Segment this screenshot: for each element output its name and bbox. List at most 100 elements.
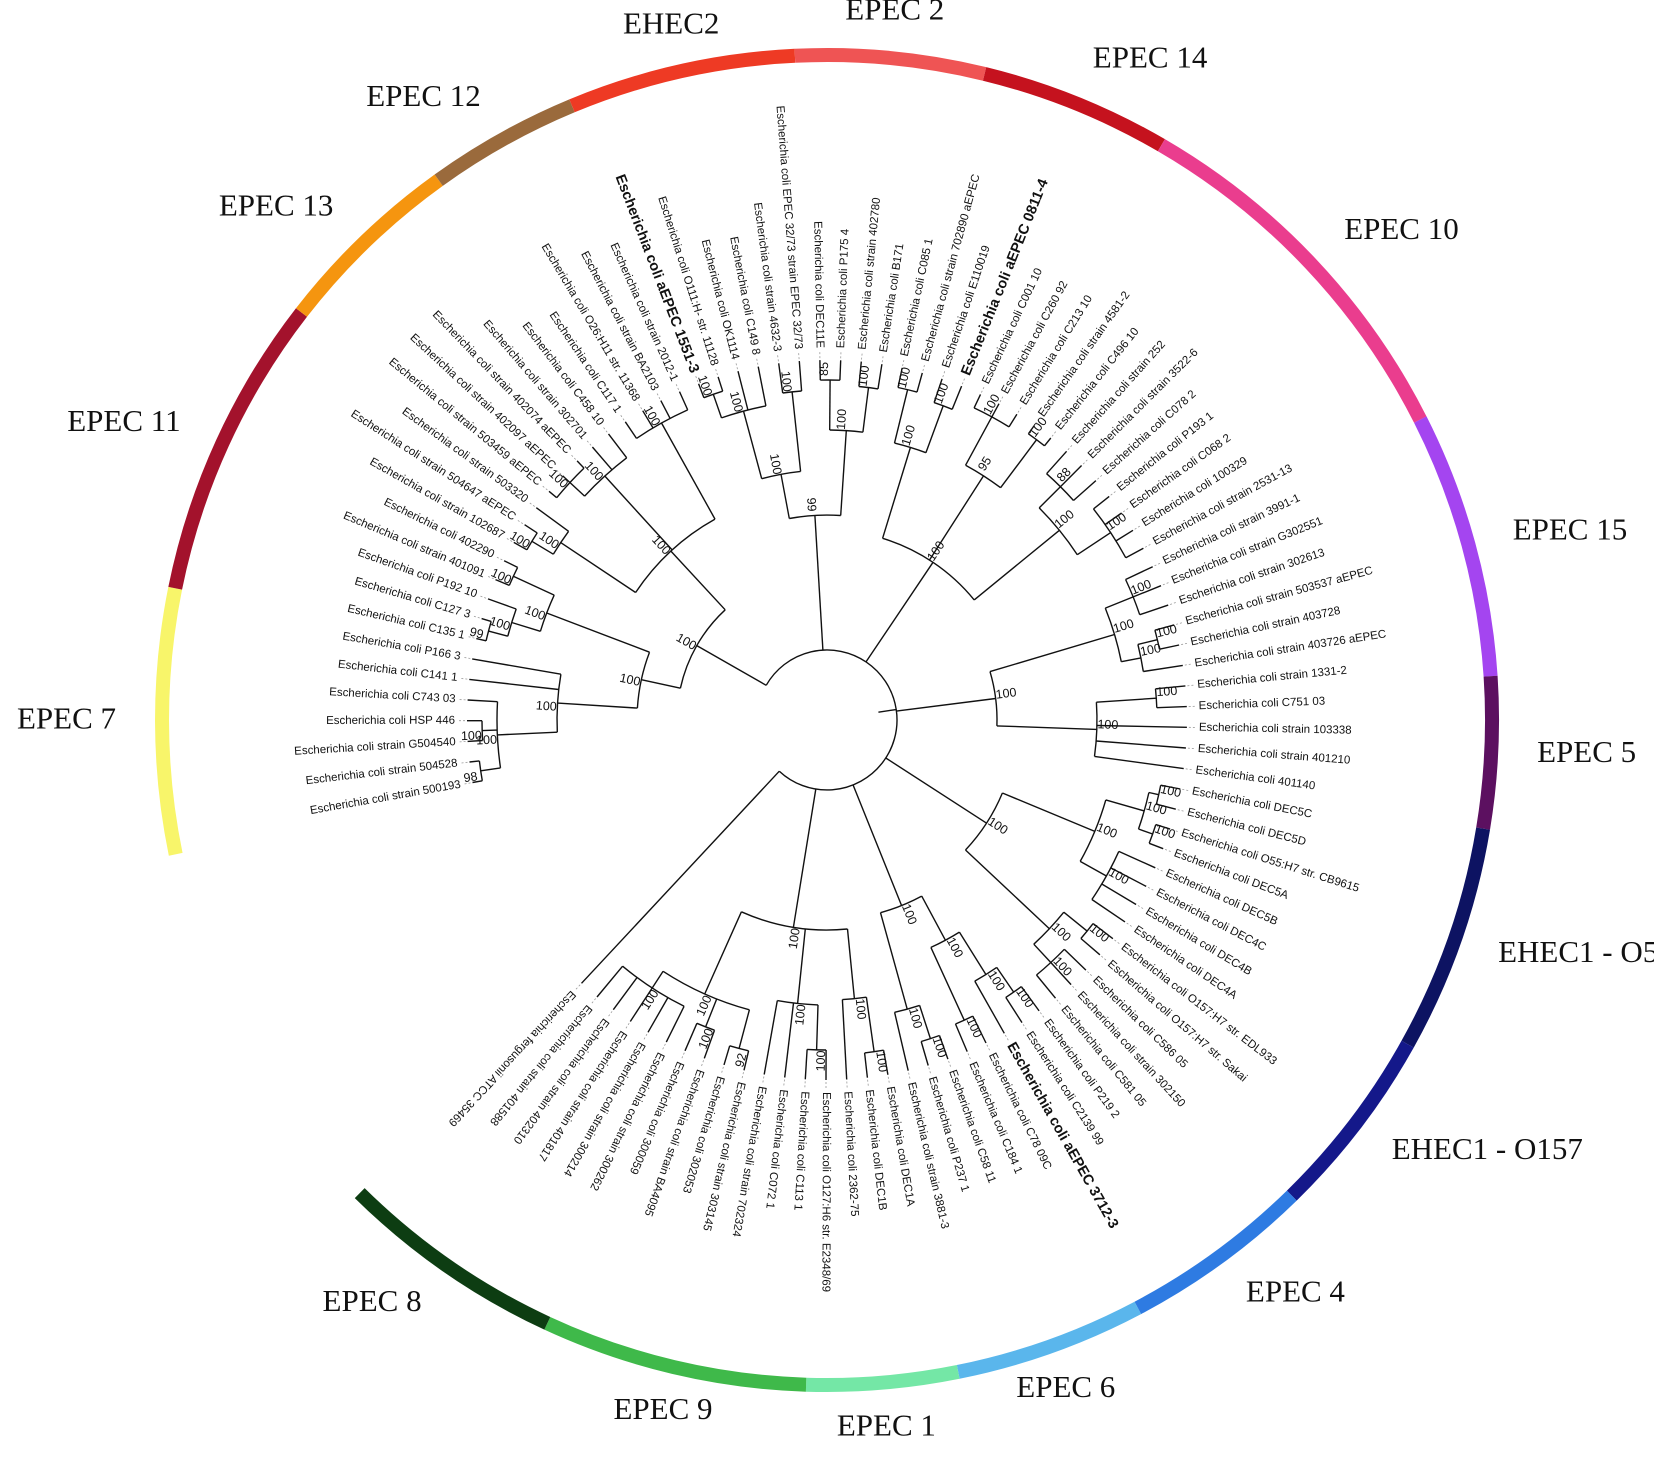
leaf-guide [1082,458,1089,465]
bootstrap-value: 100 [1087,921,1112,945]
clade-label: EPEC 5 [1537,734,1636,769]
branch [467,739,483,743]
branch-arc [858,385,879,390]
branch [989,633,1115,673]
branch [1096,740,1186,749]
branch [684,1023,698,1052]
leaf-guide [1162,581,1170,586]
branch [1160,784,1181,790]
root-stub [878,708,897,713]
leaf-label: Escherichia coli C751 03 [1198,696,1325,713]
branch [930,947,965,1021]
branch [1050,962,1072,986]
branch [965,849,1050,930]
leaf-guide [1175,622,1184,625]
branch [1063,911,1088,932]
branch [1156,705,1187,709]
leaf-guide [479,595,487,599]
branch [865,561,934,663]
branch [974,980,1005,1034]
leaf-guide [715,368,718,376]
leaf-guide [528,502,535,507]
leaf-guide [908,1072,911,1080]
branch [1091,898,1126,923]
branch [921,895,947,941]
branch [546,612,650,653]
leaf-guide [1097,474,1103,480]
branch [791,391,802,472]
branch [973,529,1060,601]
branch [1046,450,1068,475]
branch [763,1000,778,1075]
branch [482,729,498,732]
branch-arc [1137,792,1150,830]
branch-arc [921,1034,940,1043]
leaf-guide [967,1053,972,1061]
leaf-guide [1187,684,1195,687]
branch-arc [1091,851,1120,900]
leaf-label: Escherichia coli C743 03 [329,686,456,705]
bootstrap-value: 100 [778,370,794,392]
clade-ring-segment [982,67,1165,152]
branch [1096,724,1187,728]
clade-label: EPEC 11 [67,403,180,438]
branch [569,481,586,497]
branch [964,416,993,466]
leaf-guide [602,426,608,433]
clade-ring-segment [1476,675,1500,830]
root-arc [765,649,898,791]
branch [1000,439,1038,489]
branch [697,383,705,398]
leaf-label: Escherichia coli 401140 [1195,764,1316,792]
bootstrap-value: 100 [895,366,914,390]
branch [641,679,681,689]
clade-ring-segment [168,308,308,590]
clade-ring-segment [1134,1190,1297,1315]
branch-arc [721,405,767,419]
branch [865,997,875,1052]
leaf-guide [1134,525,1141,530]
clade-label: EPEC 10 [1344,211,1459,246]
branch [852,784,903,906]
bootstrap-value: 100 [727,390,746,414]
clade-color-ring [155,48,1500,1393]
branch [557,702,638,709]
branch [1079,860,1107,877]
clade-ring-segment [354,1188,551,1330]
branch-arc [1093,702,1098,757]
leaf-guide [1144,543,1152,548]
clade-ring-segment [1414,416,1498,677]
branch [696,644,767,686]
leaf-guide [783,1079,785,1087]
branch [1154,624,1175,631]
bootstrap-value: 100 [582,459,606,484]
branch [1005,997,1023,1023]
bootstrap-value: 100 [924,538,947,563]
clade-label: EPEC 8 [323,1283,422,1318]
branch [1002,792,1096,833]
bootstrap-value: 100 [980,392,1002,417]
clade-ring-segment [569,48,796,113]
leaf-guide [1122,507,1130,513]
branch [469,678,559,691]
branch [1155,823,1171,830]
leaf-guide [1187,747,1195,750]
branch-arc [729,1045,749,1052]
branch [604,475,673,551]
branch [495,578,510,587]
branch [1105,596,1134,609]
branch [717,376,724,392]
branch [665,1005,685,1043]
clade-label: EPEC 6 [1016,1369,1115,1404]
bootstrap-value: 100 [944,935,966,960]
leaf-guide [1051,430,1057,437]
leaf-guide [586,439,592,446]
leaf-guide [1114,939,1121,945]
branch [1020,986,1040,1012]
branch [757,366,767,407]
bootstrap-value: 100 [1104,510,1129,533]
branch [647,997,669,1033]
branch [877,364,883,390]
branch [897,367,903,388]
branch-arc [703,390,723,399]
